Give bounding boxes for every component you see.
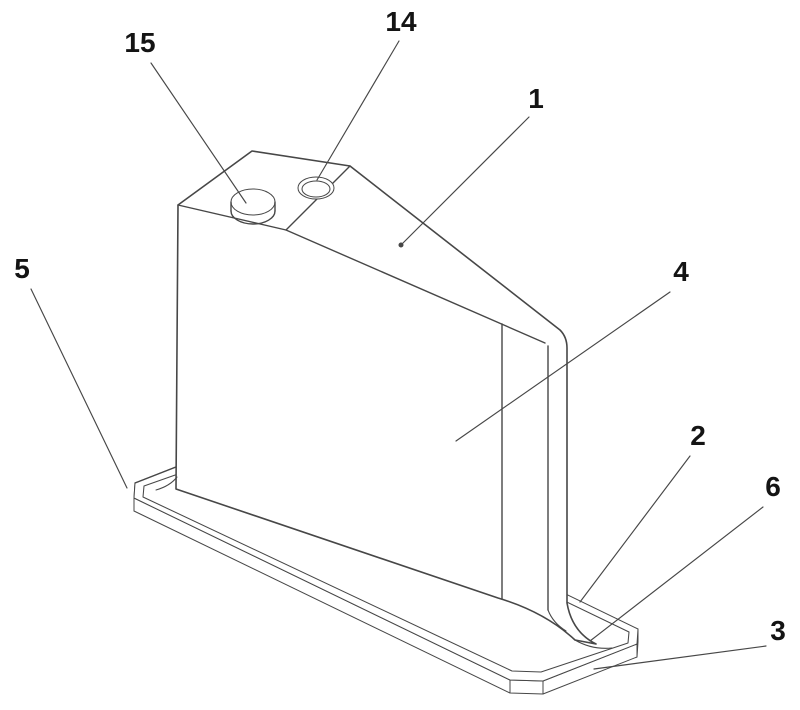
ref-label-6: 6: [765, 471, 781, 502]
leader-line-2: [579, 455, 691, 603]
body-silhouette: [175, 150, 597, 645]
leader-dot-1: [398, 242, 404, 248]
ref-label-4: 4: [673, 256, 689, 287]
leader-line-3: [593, 645, 767, 670]
plate-back-edge-left: [134, 466, 177, 484]
leader-lines: [30, 40, 767, 670]
plate-front-corner-facet: [509, 679, 544, 695]
top-hole-inner-rim: [301, 180, 331, 198]
top-hole-outer-rim: [297, 176, 335, 200]
leader-line-1: [400, 116, 530, 246]
ref-label-1: 1: [528, 83, 544, 114]
plate-bevel-line: [142, 454, 630, 673]
ref-label-14: 14: [385, 6, 417, 37]
boss-side-lines: [230, 201, 276, 212]
ref-label-2: 2: [690, 420, 706, 451]
housing-body: [155, 150, 613, 649]
ref-label-15: 15: [124, 27, 155, 58]
leader-line-6: [589, 506, 764, 642]
leader-line-14: [316, 40, 400, 181]
ref-label-3: 3: [770, 615, 786, 646]
leader-line-4: [455, 291, 671, 442]
leader-line-5: [30, 288, 128, 489]
fillet-blend-right-inner: [547, 609, 567, 632]
fillet-blend-onto-plate: [574, 639, 613, 649]
boss-top-ellipse: [230, 188, 276, 216]
boss-bottom-arc: [230, 210, 276, 225]
ref-label-5: 5: [14, 253, 30, 284]
leader-line-15: [150, 62, 247, 204]
fillet-blend-left: [155, 476, 178, 491]
reference-numerals: 15 14 1 5 4 2 6 3: [14, 6, 786, 646]
